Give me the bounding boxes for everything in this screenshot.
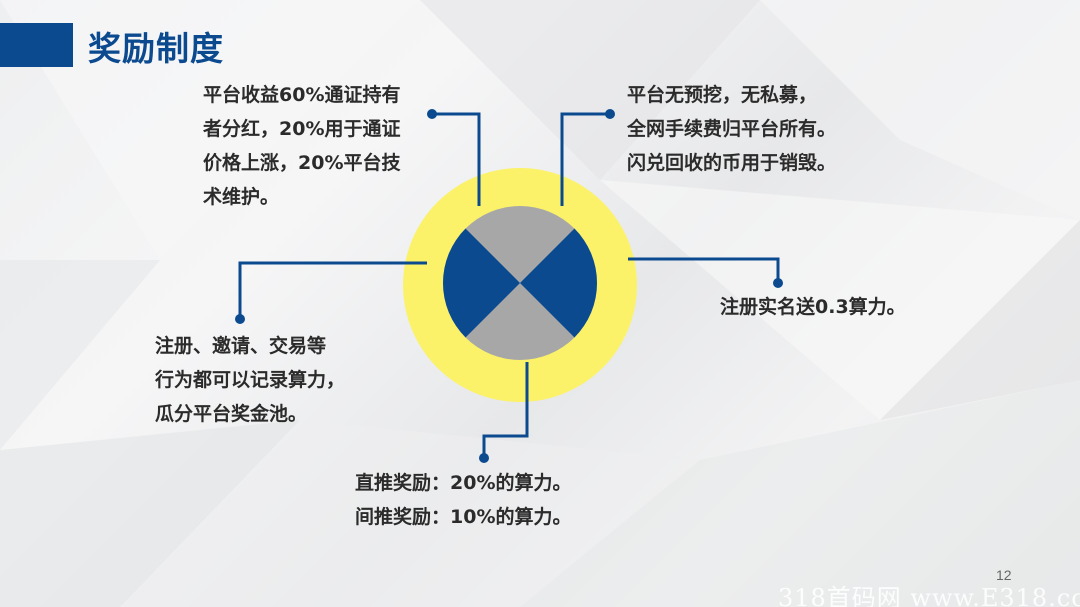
callout-line: 价格上涨，20%平台技 [203,152,401,174]
callout-right: 注册实名送0.3算力。 [720,290,906,324]
callout-line: 闪兑回收的币用于销毁。 [627,152,837,174]
slide-title: 奖励制度 [88,29,224,68]
watermark: 318首码网 www.E318.com [778,584,1080,607]
title-accent-bar [0,23,73,67]
callout-bottom: 直推奖励：20%的算力。 间推奖励：10%的算力。 [355,466,571,534]
dot-icon [773,278,783,288]
callout-line: 者分红，20%用于通证 [203,118,401,140]
connector-bottom [482,362,529,458]
connector-top-right [560,112,610,206]
callout-top-left: 平台收益60%通证持有 者分红，20%用于通证 价格上涨，20%平台技 术维护。 [203,78,400,214]
callout-line: 间推奖励：10%的算力。 [355,506,572,528]
connector-left [238,261,427,318]
dot-icon [235,314,245,324]
page-number: 12 [996,567,1012,583]
callout-line: 平台收益60%通证持有 [203,84,401,106]
dot-icon [479,453,489,463]
callout-line: 术维护。 [203,186,280,208]
callout-line: 全网手续费归平台所有。 [627,118,837,140]
callout-left: 注册、邀请、交易等 行为都可以记录算力， 瓜分平台奖金池。 [155,329,345,431]
connector-top-left [432,112,481,206]
callout-line: 注册、邀请、交易等 [155,335,327,357]
callout-top-right: 平台无预挖，无私募， 全网手续费归平台所有。 闪兑回收的币用于销毁。 [627,78,836,180]
connector-right [628,257,780,283]
callout-line: 瓜分平台奖金池。 [155,403,308,425]
callout-line: 直推奖励：20%的算力。 [355,472,572,494]
dot-icon [427,109,437,119]
callout-line: 平台无预挖，无私募， [627,84,818,106]
callout-line: 注册实名送0.3算力。 [720,296,906,318]
callout-line: 行为都可以记录算力， [155,369,346,391]
dot-icon [605,109,615,119]
